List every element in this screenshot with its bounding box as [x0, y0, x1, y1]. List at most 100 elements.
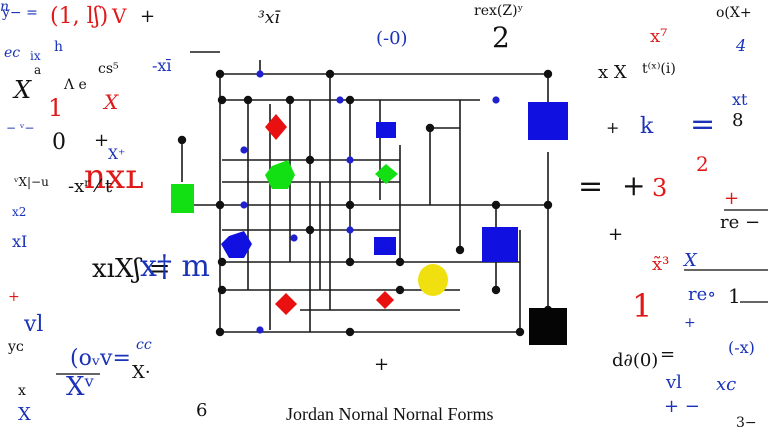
junction-node — [285, 95, 295, 105]
math-scribble: (oᵥv= — [70, 346, 131, 371]
math-scribble: + — [374, 354, 390, 375]
junction-node — [325, 69, 335, 79]
math-scribble: cc — [136, 337, 152, 353]
math-scribble: = — [578, 169, 604, 204]
junction-node — [491, 200, 501, 210]
math-scribble: X — [684, 250, 697, 271]
math-scribble: x — [18, 383, 26, 399]
blue-square — [374, 237, 396, 255]
junction-node — [217, 257, 227, 267]
blue-square — [482, 227, 518, 262]
junction-node — [305, 155, 315, 165]
math-scribble: xt — [732, 90, 748, 109]
junction-node — [543, 200, 553, 210]
yellow-circle — [418, 264, 448, 296]
blue-node — [290, 234, 298, 242]
blue-node — [256, 326, 264, 334]
math-scribble: x⁷ — [650, 26, 668, 47]
math-scribble: -xī — [152, 56, 172, 75]
large-blue-square — [528, 102, 568, 140]
blue-node — [346, 226, 354, 234]
math-scribble: h — [54, 39, 64, 55]
math-scribble: (-x) — [728, 338, 755, 357]
red-diamond — [275, 293, 297, 315]
math-scribble: y− = — [2, 5, 38, 21]
math-scribble: + — [606, 118, 620, 137]
math-scribble: − ᵛ− — [6, 121, 35, 135]
math-scribble: cs⁵ — [98, 61, 119, 77]
math-scribble: X· — [132, 362, 151, 383]
blue-node — [240, 201, 248, 209]
math-scribble: re − — [720, 212, 761, 233]
math-scribble: vl — [666, 372, 682, 393]
junction-node — [425, 123, 435, 133]
math-scribble: + − — [664, 396, 700, 417]
math-scribble: yᴄ — [8, 339, 24, 355]
math-scribble: nxʟ — [84, 157, 144, 197]
math-scribble: = — [660, 344, 676, 365]
blue-node — [240, 146, 248, 154]
red-diamond — [376, 291, 394, 309]
math-scribble: 0 — [52, 130, 66, 155]
math-scribble: 8 — [732, 110, 744, 131]
junction-node — [243, 95, 253, 105]
math-scribble: V — [112, 4, 127, 28]
junction-node — [543, 69, 553, 79]
math-scribble: 2 — [696, 152, 709, 176]
junction-node — [345, 95, 355, 105]
math-scribble: 6 — [196, 400, 208, 421]
math-scribble: 4 — [736, 36, 747, 55]
math-scribble: = — [690, 107, 716, 142]
math-scribble: 2 — [492, 21, 510, 54]
junction-node — [215, 200, 225, 210]
math-scribble: n — [0, 0, 10, 15]
math-scribble: 1 — [632, 287, 653, 325]
junction-node — [395, 257, 405, 267]
math-scribble: + — [608, 224, 624, 245]
green-hexagon — [265, 160, 295, 189]
junction-node — [177, 135, 187, 145]
math-scribble: + — [724, 188, 740, 209]
blue-node — [336, 96, 344, 104]
red-diamond — [265, 114, 287, 140]
math-scribble: ³xī — [258, 8, 280, 28]
math-scribble: x2 — [12, 205, 27, 219]
junction-node — [215, 327, 225, 337]
math-scribble: + — [140, 6, 156, 27]
junction-node — [491, 285, 501, 295]
math-scribble: ec — [4, 45, 21, 61]
math-scribble: -xʳ ⁄ t — [68, 176, 113, 197]
junction-node — [217, 95, 227, 105]
junction-node — [345, 200, 355, 210]
blue-node — [492, 96, 500, 104]
math-scribble: o(X+ — [716, 5, 752, 21]
junction-node — [305, 225, 315, 235]
math-scribble: X — [104, 90, 119, 114]
math-scribble: rex(Z)ʸ — [474, 3, 524, 19]
junction-node — [515, 327, 525, 337]
math-scribble: Λ e — [64, 77, 87, 93]
math-scribble: 3− — [736, 415, 757, 431]
blue-node — [346, 156, 354, 164]
math-scribble: (-0) — [376, 28, 408, 49]
math-scribble: x X — [598, 62, 627, 83]
green-square — [171, 184, 194, 213]
math-scribble: vl — [24, 312, 44, 337]
math-scribble: ix — [30, 49, 41, 63]
junction-node — [215, 69, 225, 79]
math-scribble: d∂(0) — [612, 350, 659, 371]
math-scribble: xıXʃ = — [92, 254, 171, 284]
math-scribble: X⁺ — [108, 147, 126, 163]
math-scribble: a — [34, 63, 42, 77]
junction-node — [395, 285, 405, 295]
math-scribble: ᵛX|−u — [14, 175, 49, 189]
math-scribble: x̃³ — [652, 254, 670, 275]
math-scribble: t⁽ˣ⁾(i) — [642, 61, 676, 77]
math-scribble: + — [622, 169, 646, 202]
junction-node — [455, 245, 465, 255]
junction-node — [345, 327, 355, 337]
junction-node — [217, 285, 227, 295]
black-square — [529, 308, 567, 345]
